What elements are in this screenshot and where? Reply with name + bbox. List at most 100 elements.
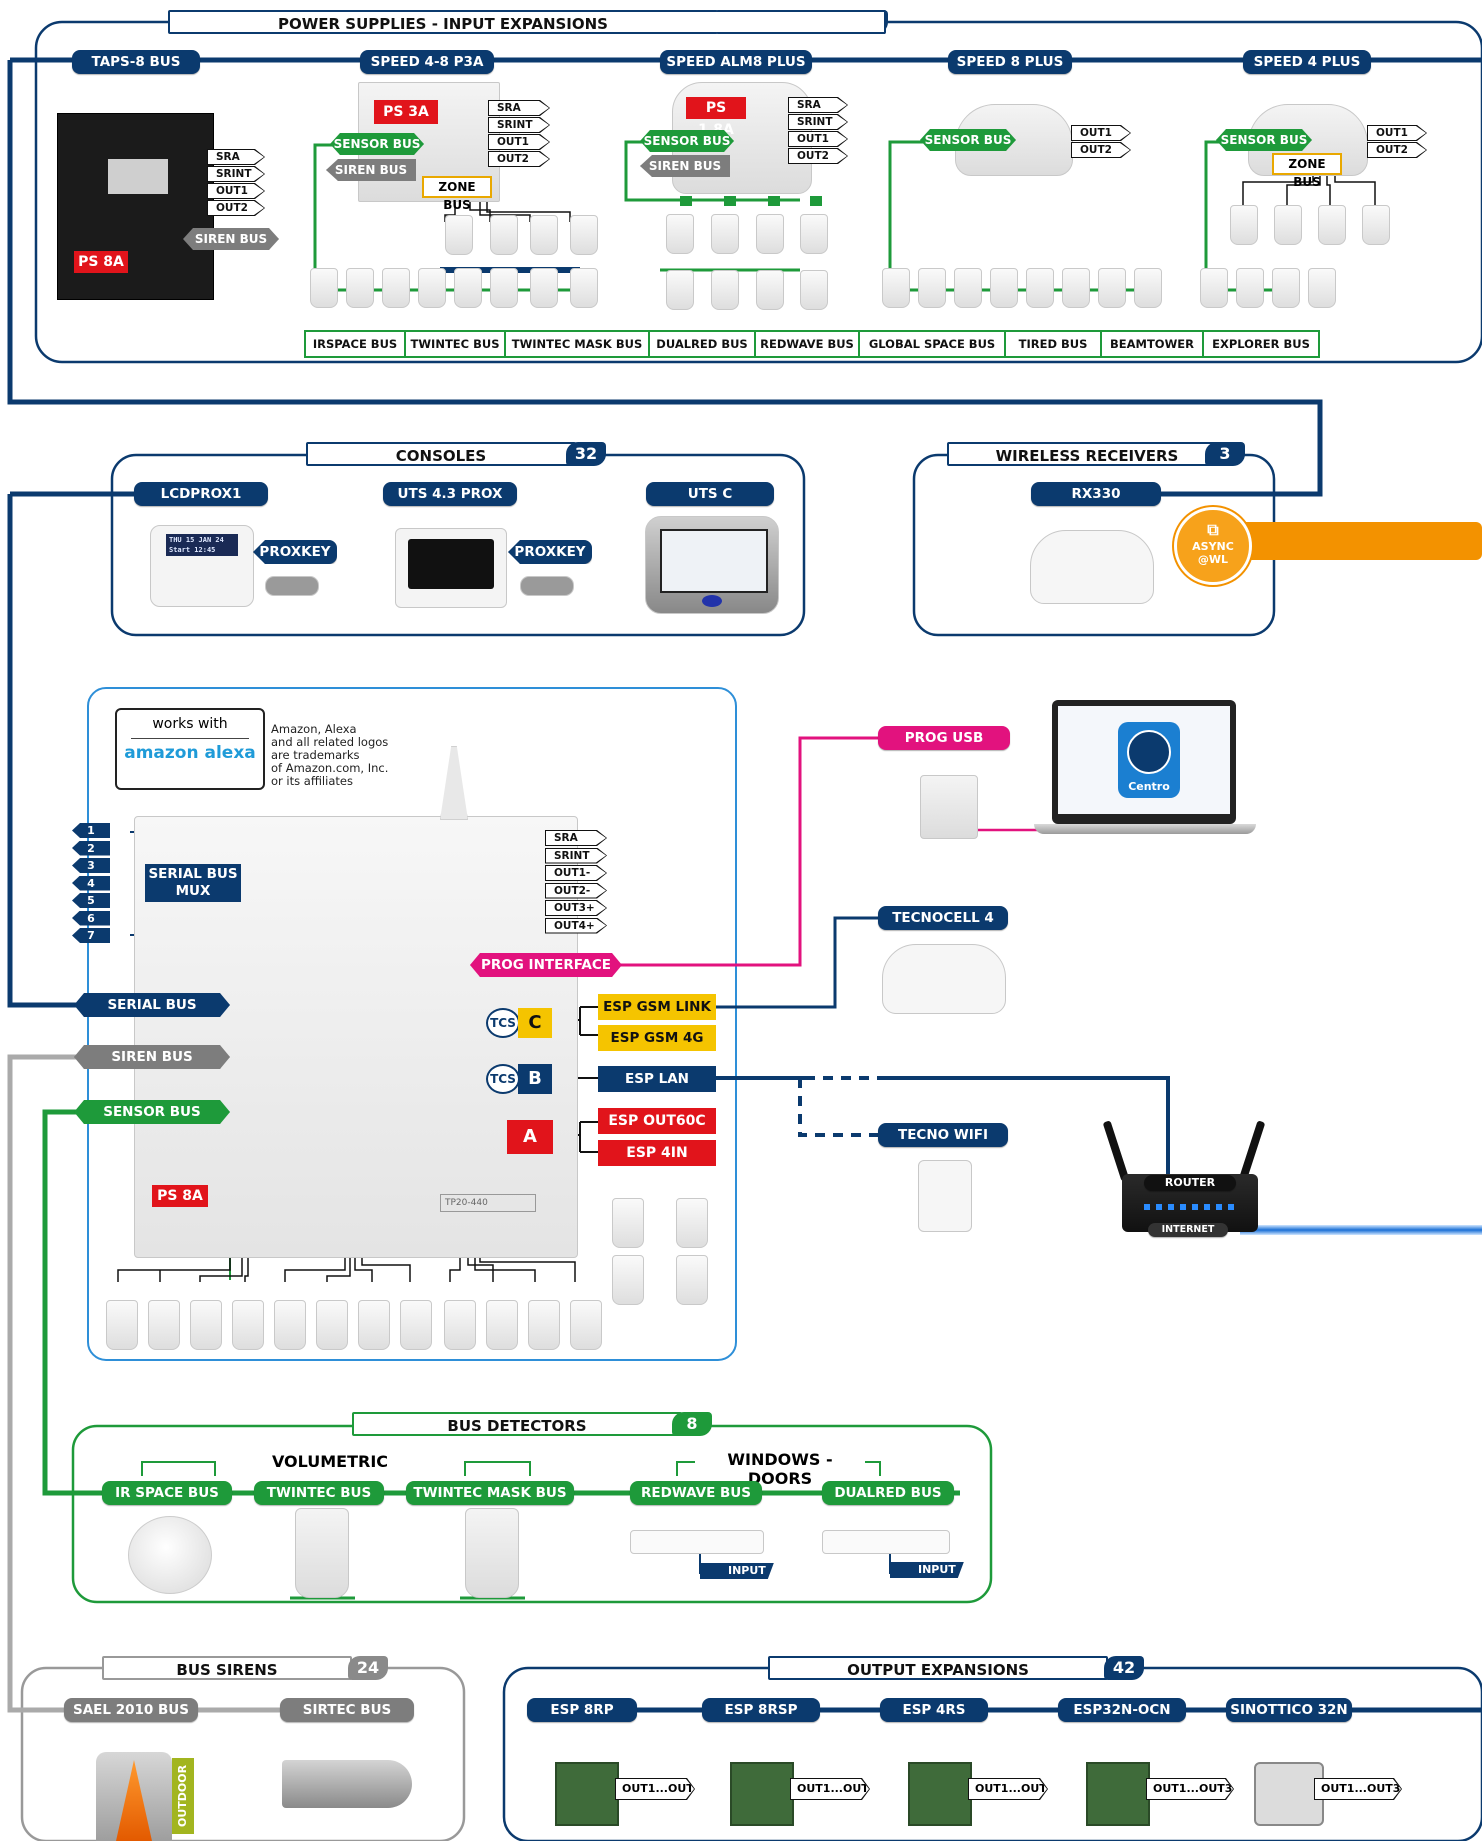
lcd-text-time: 12:45 xyxy=(194,546,216,554)
siren-sirtec-bus[interactable]: SIRTEC BUS xyxy=(280,1698,414,1722)
siren-sael-2010-bus[interactable]: SAEL 2010 BUS xyxy=(64,1698,198,1722)
async-wl-logo: ⧉ ASYNC @WL xyxy=(1174,507,1252,585)
alm8-sensor-bus[interactable]: SENSOR BUS xyxy=(640,130,734,152)
panel-detector-icon xyxy=(486,1300,518,1350)
serial-bus-port[interactable]: 4 xyxy=(72,875,110,891)
output-module-1[interactable]: ESP 8RSP xyxy=(702,1698,820,1722)
detector-twintec-mask-bus[interactable]: TWINTEC MASK BUS xyxy=(406,1481,574,1505)
central-sensor-bus[interactable]: SENSOR BUS xyxy=(74,1100,230,1124)
prog-usb-label[interactable]: PROG USB xyxy=(878,726,1010,750)
bus-detector-icon xyxy=(1098,268,1126,308)
ps-1-8a-label: PS 1.8A xyxy=(686,97,746,138)
central-output-tag: OUT2- xyxy=(545,883,607,899)
esp4in-detector-icon xyxy=(612,1198,644,1248)
esp-lan[interactable]: ESP LAN xyxy=(598,1066,716,1092)
s4-out-out1: OUT1 xyxy=(1367,125,1427,141)
detector-redwave-bus[interactable]: REDWAVE BUS xyxy=(630,1481,762,1505)
taps-siren-bus[interactable]: SIREN BUS xyxy=(183,228,279,250)
dualred-contact-image xyxy=(822,1530,950,1554)
sirens-section-title: BUS SIRENS xyxy=(102,1656,352,1680)
output-module-4[interactable]: SINOTTICO 32N xyxy=(1226,1698,1352,1722)
s8-sensor-bus[interactable]: SENSOR BUS xyxy=(920,129,1016,151)
p3a-zone-bus: ZONE BUS xyxy=(422,176,492,212)
console-lcdprox1[interactable]: LCDPROX1 xyxy=(134,482,268,506)
alexa-logo-text: amazon alexa xyxy=(124,743,256,763)
power-title-extension xyxy=(716,10,886,34)
device-taps8-bus[interactable]: TAPS-8 BUS xyxy=(72,50,200,74)
esp-out60c[interactable]: ESP OUT60C xyxy=(598,1108,716,1134)
p3a-out-out2: OUT2 xyxy=(488,151,550,167)
detector-twintec-bus[interactable]: TWINTEC BUS xyxy=(254,1481,384,1505)
bus-detector-icon xyxy=(1026,268,1054,308)
serial-bus-port[interactable]: 1 xyxy=(72,823,110,838)
serial-bus-port[interactable]: 3 xyxy=(72,858,110,873)
async-wl-text: @WL xyxy=(1197,553,1229,566)
proxkey-lcdprox1[interactable]: PROXKEY xyxy=(253,540,337,564)
device-speed-4-plus[interactable]: SPEED 4 PLUS xyxy=(1243,50,1371,74)
bus-detector-icon xyxy=(666,214,694,254)
device-speed-4-8-p3a[interactable]: SPEED 4-8 P3A xyxy=(360,50,494,74)
redwave-contact-image xyxy=(630,1530,764,1554)
detector-ir-space-bus[interactable]: IR SPACE BUS xyxy=(102,1481,232,1505)
bus-detector-icon xyxy=(418,268,446,308)
esp-4in[interactable]: ESP 4IN xyxy=(598,1140,716,1166)
bus-detector-icon xyxy=(756,270,784,310)
panel-detector-icon xyxy=(274,1300,306,1350)
prog-interface[interactable]: PROG INTERFACE xyxy=(470,953,622,977)
taps-out-out1: OUT1 xyxy=(207,183,265,199)
bus-detector-icon xyxy=(800,270,828,310)
outputs-count-badge: 42 xyxy=(1104,1656,1144,1680)
bus-detector-icon xyxy=(310,268,338,308)
bus-detector-icon xyxy=(570,268,598,308)
serial-bus-port[interactable]: 5 xyxy=(72,893,110,908)
esp-gsm-link[interactable]: ESP GSM LINK xyxy=(598,994,716,1020)
alm8-siren-bus[interactable]: SIREN BUS xyxy=(640,155,730,177)
bus-type-twintec: TWINTEC BUS xyxy=(406,332,506,356)
tecno-wifi-label[interactable]: TECNO WIFI xyxy=(878,1123,1008,1147)
bus-detector-icon xyxy=(1062,268,1090,308)
output-module-2[interactable]: ESP 4RS xyxy=(880,1698,988,1722)
output-board-image xyxy=(1254,1762,1324,1826)
p3a-out-sra: SRA xyxy=(488,100,550,116)
consoles-section-title: CONSOLES xyxy=(306,442,576,466)
bus-detector-icon xyxy=(800,214,828,254)
console-uts-4-3-prox[interactable]: UTS 4.3 PROX xyxy=(383,482,517,506)
output-module-3[interactable]: ESP32N-OCN xyxy=(1058,1698,1186,1722)
wireless-count-badge: 3 xyxy=(1205,442,1245,466)
detector-dualred-bus[interactable]: DUALRED BUS xyxy=(822,1481,954,1505)
panel-detector-icon xyxy=(528,1300,560,1350)
serial-bus-port[interactable]: 2 xyxy=(72,840,110,856)
volumetric-label: VOLUMETRIC xyxy=(271,1452,389,1471)
p3a-siren-bus[interactable]: SIREN BUS xyxy=(326,159,416,181)
central-siren-bus[interactable]: SIREN BUS xyxy=(74,1045,230,1069)
bus-detector-icon xyxy=(1318,205,1346,245)
central-serial-bus[interactable]: SERIAL BUS xyxy=(74,993,230,1017)
panel-detector-icon xyxy=(570,1300,602,1350)
output-range-tag: OUT1...OUT8 xyxy=(615,1778,695,1800)
bus-detector-icon xyxy=(1200,268,1228,308)
bus-detector-icon xyxy=(1230,205,1258,245)
serial-bus-port[interactable]: 7 xyxy=(72,928,110,943)
serial-bus-port[interactable]: 6 xyxy=(72,910,110,926)
device-speed-alm8-plus[interactable]: SPEED ALM8 PLUS xyxy=(660,50,812,74)
bus-detector-icon xyxy=(346,268,374,308)
esp4in-detector-icon xyxy=(676,1255,708,1305)
output-module-0[interactable]: ESP 8RP xyxy=(527,1698,637,1722)
proxkey-fob-1 xyxy=(265,576,319,596)
proxkey-uts[interactable]: PROXKEY xyxy=(508,540,592,564)
bus-detector-icon xyxy=(756,214,784,254)
tecnocell-4-label[interactable]: TECNOCELL 4 xyxy=(878,906,1008,930)
p3a-out-srint: SRINT xyxy=(488,117,550,133)
p3a-sensor-bus[interactable]: SENSOR BUS xyxy=(330,133,424,155)
centro-software-icon: Centro xyxy=(1118,722,1180,798)
receiver-rx330[interactable]: RX330 xyxy=(1031,482,1161,506)
sirtec-siren-image xyxy=(282,1760,412,1808)
console-uts-c[interactable]: UTS C xyxy=(646,482,774,506)
taps-out-sra: SRA xyxy=(207,149,265,165)
alm8-out-out2: OUT2 xyxy=(788,148,848,164)
esp-gsm-4g[interactable]: ESP GSM 4G xyxy=(598,1025,716,1051)
s4-sensor-bus[interactable]: SENSOR BUS xyxy=(1216,129,1312,151)
bus-type-explorer: EXPLORER BUS xyxy=(1212,337,1310,351)
device-speed-8-plus[interactable]: SPEED 8 PLUS xyxy=(948,50,1072,74)
